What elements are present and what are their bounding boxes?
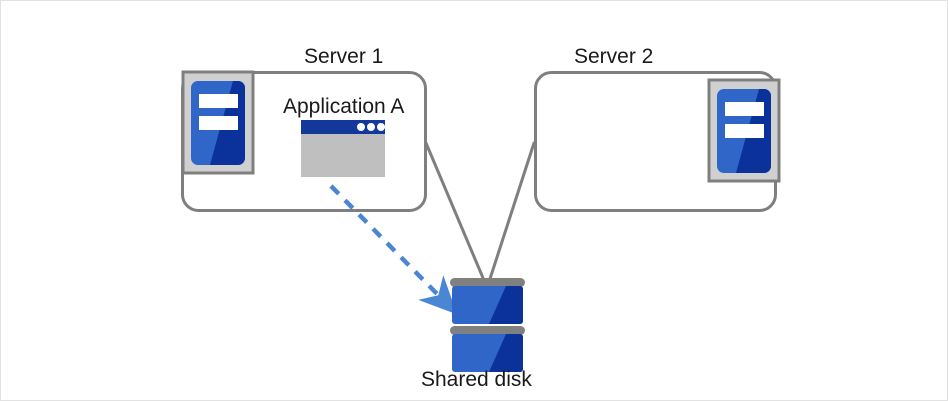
application-label: Application A [283,95,405,118]
database-disk-icon[interactable] [450,278,525,372]
connector-server1-to-disk [424,141,488,287]
shared-disk-label: Shared disk [421,368,532,391]
server1-title: Server 1 [304,45,384,68]
connector-server2-to-disk [486,141,536,287]
server-icon [181,70,255,175]
app-window-icon [301,120,385,177]
connector-application-to-disk [329,184,458,315]
server2-title: Server 2 [574,45,654,68]
server-icon [707,78,781,183]
